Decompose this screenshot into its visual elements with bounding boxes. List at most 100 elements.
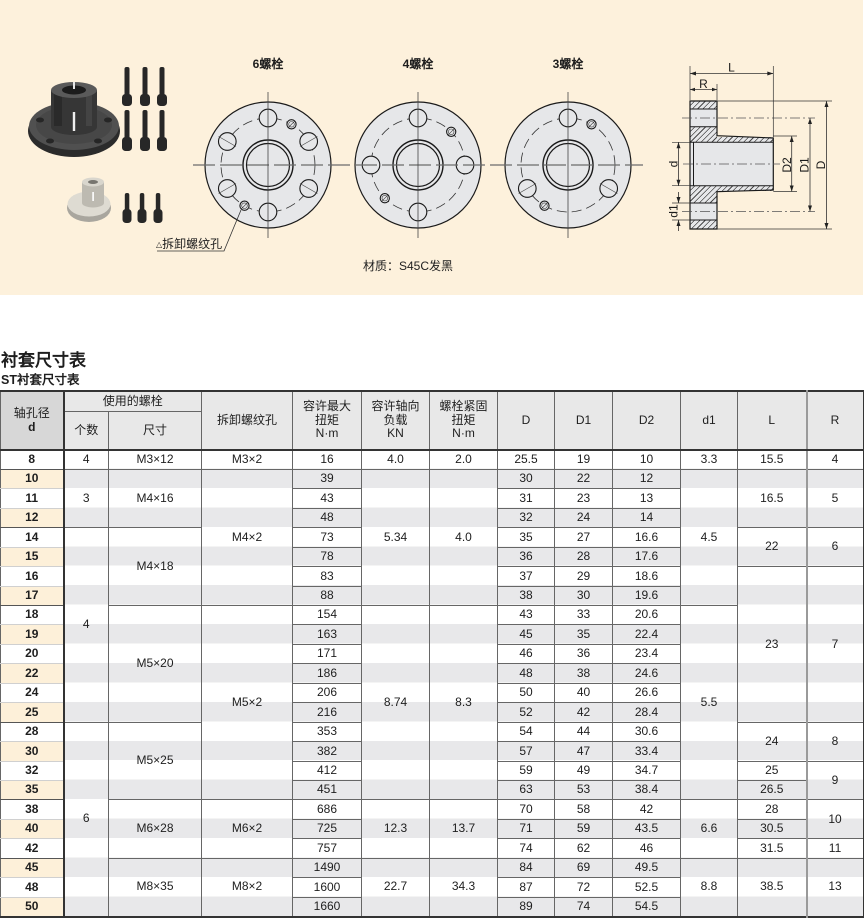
cell-bolt-torque: 8.3 (429, 604, 499, 801)
header-unit: N·m (315, 426, 339, 441)
cell-bolt-circle-dia: 40 (554, 682, 614, 704)
table-row: 8 4 M3×12 M3×2 16 4.0 2.0 25.5 19 10 3.3… (0, 449, 864, 470)
cell-bore-d: 19 (0, 624, 65, 645)
view-label-three-bolts: 3螺栓 (552, 57, 584, 71)
cell-hole-dia: 6.6 (680, 799, 739, 859)
cell-hub-dia: 22.4 (612, 624, 682, 645)
cell-bolt-circle-dia: 35 (554, 624, 614, 645)
header-bolt-count: 个数 (63, 410, 109, 451)
cell-bolt-circle-dia: 23 (554, 488, 614, 509)
cell-length: 16.5 (737, 468, 808, 529)
table-row: 45 M8×35 M8×2 1490 22.7 34.3 84 69 49.5 … (0, 857, 864, 918)
cell-flange-dia: 54 (497, 721, 556, 743)
cell-bore-d: 50 (0, 896, 65, 918)
cell-bolt-count: 4 (63, 527, 109, 723)
cell-max-torque: 16 (292, 449, 363, 470)
cell-bore-d: 35 (0, 779, 65, 801)
removal-hole-icon (539, 119, 597, 211)
cell-axial-load: 8.74 (361, 604, 431, 801)
cell-flange-thickness: 8 (805, 721, 864, 762)
cell-hub-dia: 23.4 (612, 643, 682, 665)
cell-removal-thread: M3×2 (201, 449, 294, 470)
cell-flange-thickness: 7 (805, 566, 864, 723)
triangle-mark-icon: △ (156, 240, 163, 249)
cell-hub-dia: 26.6 (612, 682, 682, 704)
cell-max-torque: 382 (292, 741, 363, 762)
bolts-photo-six (122, 67, 167, 151)
cell-bore-d: 8 (0, 449, 65, 470)
cell-bore-d: 24 (0, 682, 65, 704)
cell-bore-d: 48 (0, 877, 65, 898)
section-hatch (690, 220, 717, 229)
header-hub-dia: D2 (612, 390, 682, 451)
header-symbol: d (28, 419, 36, 434)
header-hole-dia: d1 (680, 390, 739, 451)
cell-length: 31.5 (737, 838, 808, 859)
removal-hole-icon (239, 119, 297, 211)
cell-bolt-torque: 34.3 (429, 857, 499, 918)
cell-max-torque: 186 (292, 663, 363, 684)
cell-max-torque: 412 (292, 760, 363, 781)
cell-hub-dia: 33.4 (612, 741, 682, 762)
cell-flange-dia: 71 (497, 818, 556, 840)
cell-axial-load: 4.0 (361, 449, 431, 470)
cell-bolt-circle-dia: 33 (554, 604, 614, 626)
cell-bolt-size: M3×12 (107, 449, 203, 470)
table-row: 30 382 57 47 33.4 (0, 741, 864, 762)
table-row: 28 6 M5×25 353 54 44 30.6 24 8 (0, 721, 864, 918)
cell-hub-dia: 10 (612, 449, 682, 470)
cell-flange-dia: 63 (497, 779, 556, 801)
cell-flange-dia: 57 (497, 741, 556, 762)
cell-flange-dia: 25.5 (497, 449, 556, 470)
dim-label-d1-pcd: D1 (798, 157, 812, 173)
cell-flange-dia: 52 (497, 702, 556, 723)
cell-bolt-circle-dia: 38 (554, 663, 614, 684)
cell-flange-dia: 35 (497, 527, 556, 548)
center-lines (193, 92, 643, 238)
header-length: L (737, 390, 808, 451)
section-title: 衬套尺寸表 (1, 351, 86, 370)
section-hatch (690, 186, 717, 203)
cell-hub-dia: 14 (612, 507, 682, 529)
cell-bore-d: 20 (0, 643, 65, 665)
cell-bore-d: 42 (0, 838, 65, 859)
table-row: 38 M6×28 M6×2 686 12.3 13.7 70 58 42 6.6… (0, 799, 864, 859)
table-row: 10 3 M4×16 M4×2 39 5.34 4.0 30 22 12 4.5… (0, 468, 864, 607)
bushing-photo-small (67, 177, 111, 222)
cell-max-torque: 171 (292, 643, 363, 665)
cell-max-torque: 353 (292, 721, 363, 743)
cell-hub-dia: 17.6 (612, 546, 682, 568)
cell-hub-dia: 20.6 (612, 604, 682, 626)
product-illustration-panel: L R D D1 D2 d d1 6螺栓 4螺栓 3螺栓 △拆卸螺纹孔 材质：S… (0, 0, 863, 295)
header-text: 螺栓紧固 (439, 399, 488, 414)
header-text: 容许最大 (303, 399, 352, 414)
table-row: 19 163 45 35 22.4 (0, 624, 864, 645)
material-note: 材质：S45C发黑 (363, 259, 454, 273)
cell-bolt-circle-dia: 69 (554, 857, 614, 879)
cell-bore-d: 15 (0, 546, 65, 568)
table-row: 22 186 48 38 24.6 (0, 663, 864, 684)
cell-length: 22 (737, 527, 808, 568)
cross-section-drawing: L R D D1 D2 d d1 (667, 61, 832, 231)
cell-hub-dia: 28.4 (612, 702, 682, 723)
dim-label-small-d: d (667, 161, 681, 168)
cell-flange-thickness: 11 (805, 838, 864, 859)
cell-max-torque: 154 (292, 604, 363, 626)
cell-length: 25 (737, 760, 808, 781)
cell-removal-thread: M6×2 (201, 799, 294, 859)
cell-bore-d: 28 (0, 721, 65, 743)
header-text: 负载 (383, 412, 408, 427)
cell-bolt-circle-dia: 29 (554, 566, 614, 587)
cell-length: 28 (737, 799, 808, 820)
cell-bolt-count: 6 (63, 721, 109, 918)
cell-bore-d: 25 (0, 702, 65, 723)
cell-bore-d: 16 (0, 566, 65, 587)
cell-max-torque: 163 (292, 624, 363, 645)
cell-flange-dia: 31 (497, 488, 556, 509)
cell-max-torque: 78 (292, 546, 363, 568)
cell-flange-dia: 89 (497, 896, 556, 918)
cell-length: 38.5 (737, 857, 808, 918)
cell-bore-d: 30 (0, 741, 65, 762)
header-text: 轴孔径 (13, 406, 50, 420)
view-label-four-bolts: 4螺栓 (402, 57, 434, 71)
